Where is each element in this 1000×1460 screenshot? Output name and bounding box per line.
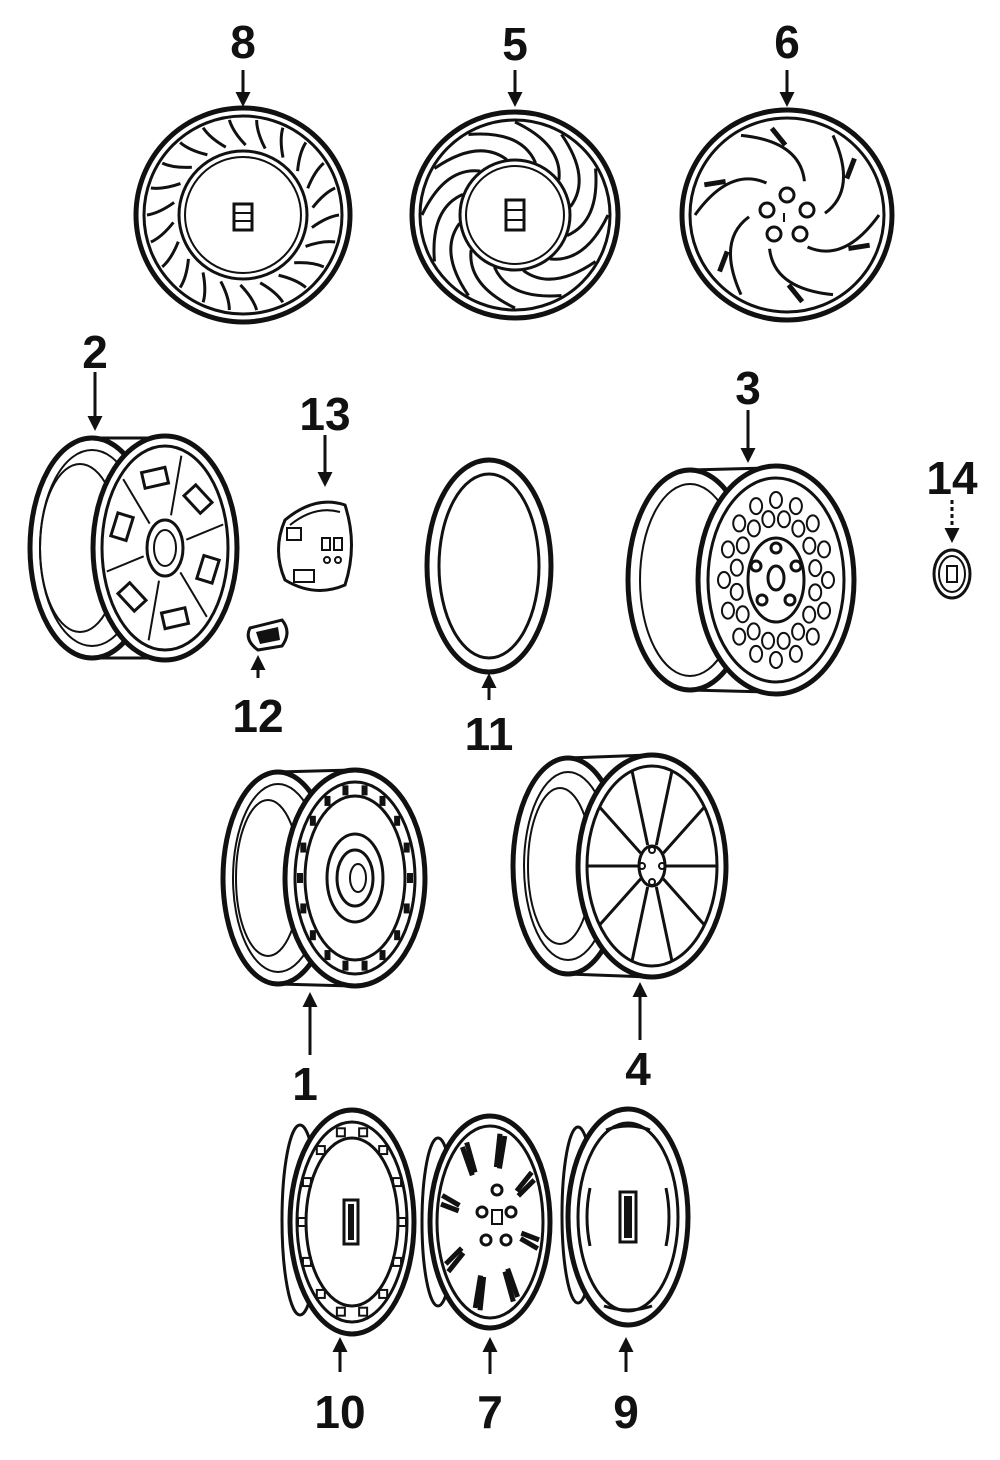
- emblem-icon: [504, 198, 526, 232]
- part-11-trim-ring: [424, 457, 554, 675]
- callout-7: 7: [477, 1386, 503, 1438]
- part-8-wheel-cover: [133, 105, 353, 325]
- callout-6: 6: [774, 16, 800, 68]
- callout-5: 5: [502, 18, 528, 70]
- callout-8: 8: [230, 16, 256, 68]
- part-3-wheel: [625, 463, 857, 697]
- part-1-steel-wheel: [220, 767, 428, 989]
- callout-10: 10: [314, 1386, 365, 1438]
- part-9-hub-cover: [560, 1106, 691, 1328]
- callout-11: 11: [465, 708, 514, 760]
- callout-2: 2: [82, 326, 108, 378]
- callout-12: 12: [232, 690, 283, 742]
- part-2-wheel: [27, 433, 240, 663]
- callout-4: 4: [625, 1043, 651, 1095]
- callout-14: 14: [926, 452, 978, 504]
- part-10-hub-cover: [280, 1107, 417, 1337]
- part-12-emblem: [246, 618, 289, 652]
- callout-1: 1: [292, 1058, 318, 1110]
- part-14-emblem: [932, 548, 972, 600]
- part-6-wheel-cover: [679, 107, 895, 323]
- part-13-hub-cap: [277, 500, 353, 592]
- part-4-spoke-wheel: [510, 752, 729, 980]
- callout-13: 13: [299, 388, 350, 440]
- part-7-wheel-cover: [420, 1113, 553, 1331]
- part-5-wheel-cover: [409, 109, 621, 321]
- callout-9: 9: [613, 1386, 639, 1438]
- emblem-icon: [232, 202, 254, 232]
- callout-3: 3: [735, 362, 761, 414]
